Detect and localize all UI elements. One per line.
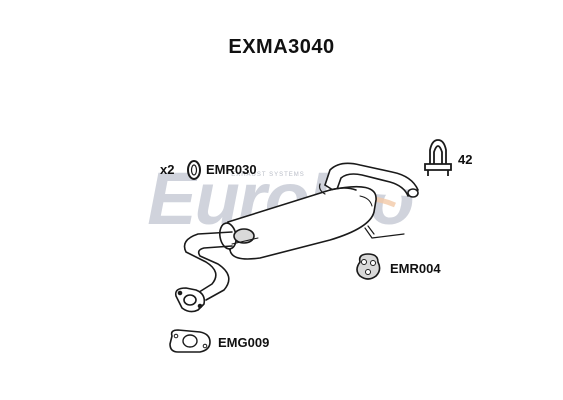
part-number-title: EXMA3040	[228, 36, 335, 58]
watermark-tagline: EXHAUST SYSTEMS	[231, 172, 305, 178]
gasket-ring-code: EMR030	[206, 162, 257, 177]
flange-gasket-icon	[169, 329, 211, 353]
silencer-box	[219, 183, 377, 260]
u-bolt-clamp-icon	[424, 139, 452, 176]
tail-pipe	[324, 162, 419, 198]
rubber-mount-icon	[356, 253, 381, 280]
hanger-bracket	[364, 225, 405, 239]
clamp-code: 42	[458, 152, 473, 167]
gasket-ring-icon	[187, 160, 201, 180]
inlet-flange	[174, 287, 206, 313]
flange-gasket-code: EMG009	[218, 335, 270, 350]
rubber-mount-code: EMR004	[390, 261, 441, 276]
gasket-ring-quantity: x2	[160, 162, 175, 177]
inlet-pipe	[183, 231, 233, 301]
